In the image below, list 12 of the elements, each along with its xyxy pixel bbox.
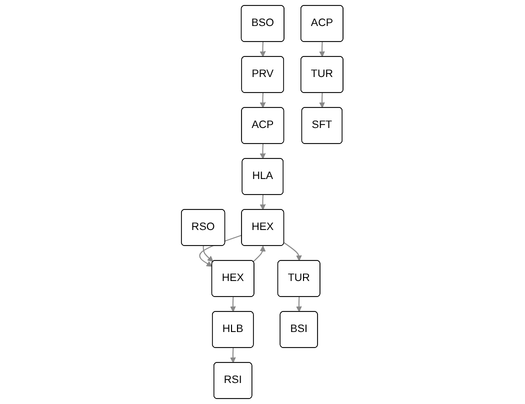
arrow xyxy=(260,42,266,57)
arrow xyxy=(260,92,266,108)
arrow xyxy=(230,296,236,312)
arrow xyxy=(230,348,236,363)
arrow xyxy=(284,242,302,261)
arrow xyxy=(203,246,214,262)
arrow xyxy=(253,246,266,262)
arrow xyxy=(319,92,326,108)
arrow xyxy=(260,144,266,159)
arrow xyxy=(260,194,266,210)
arrow xyxy=(296,296,302,312)
arrow xyxy=(319,42,326,57)
